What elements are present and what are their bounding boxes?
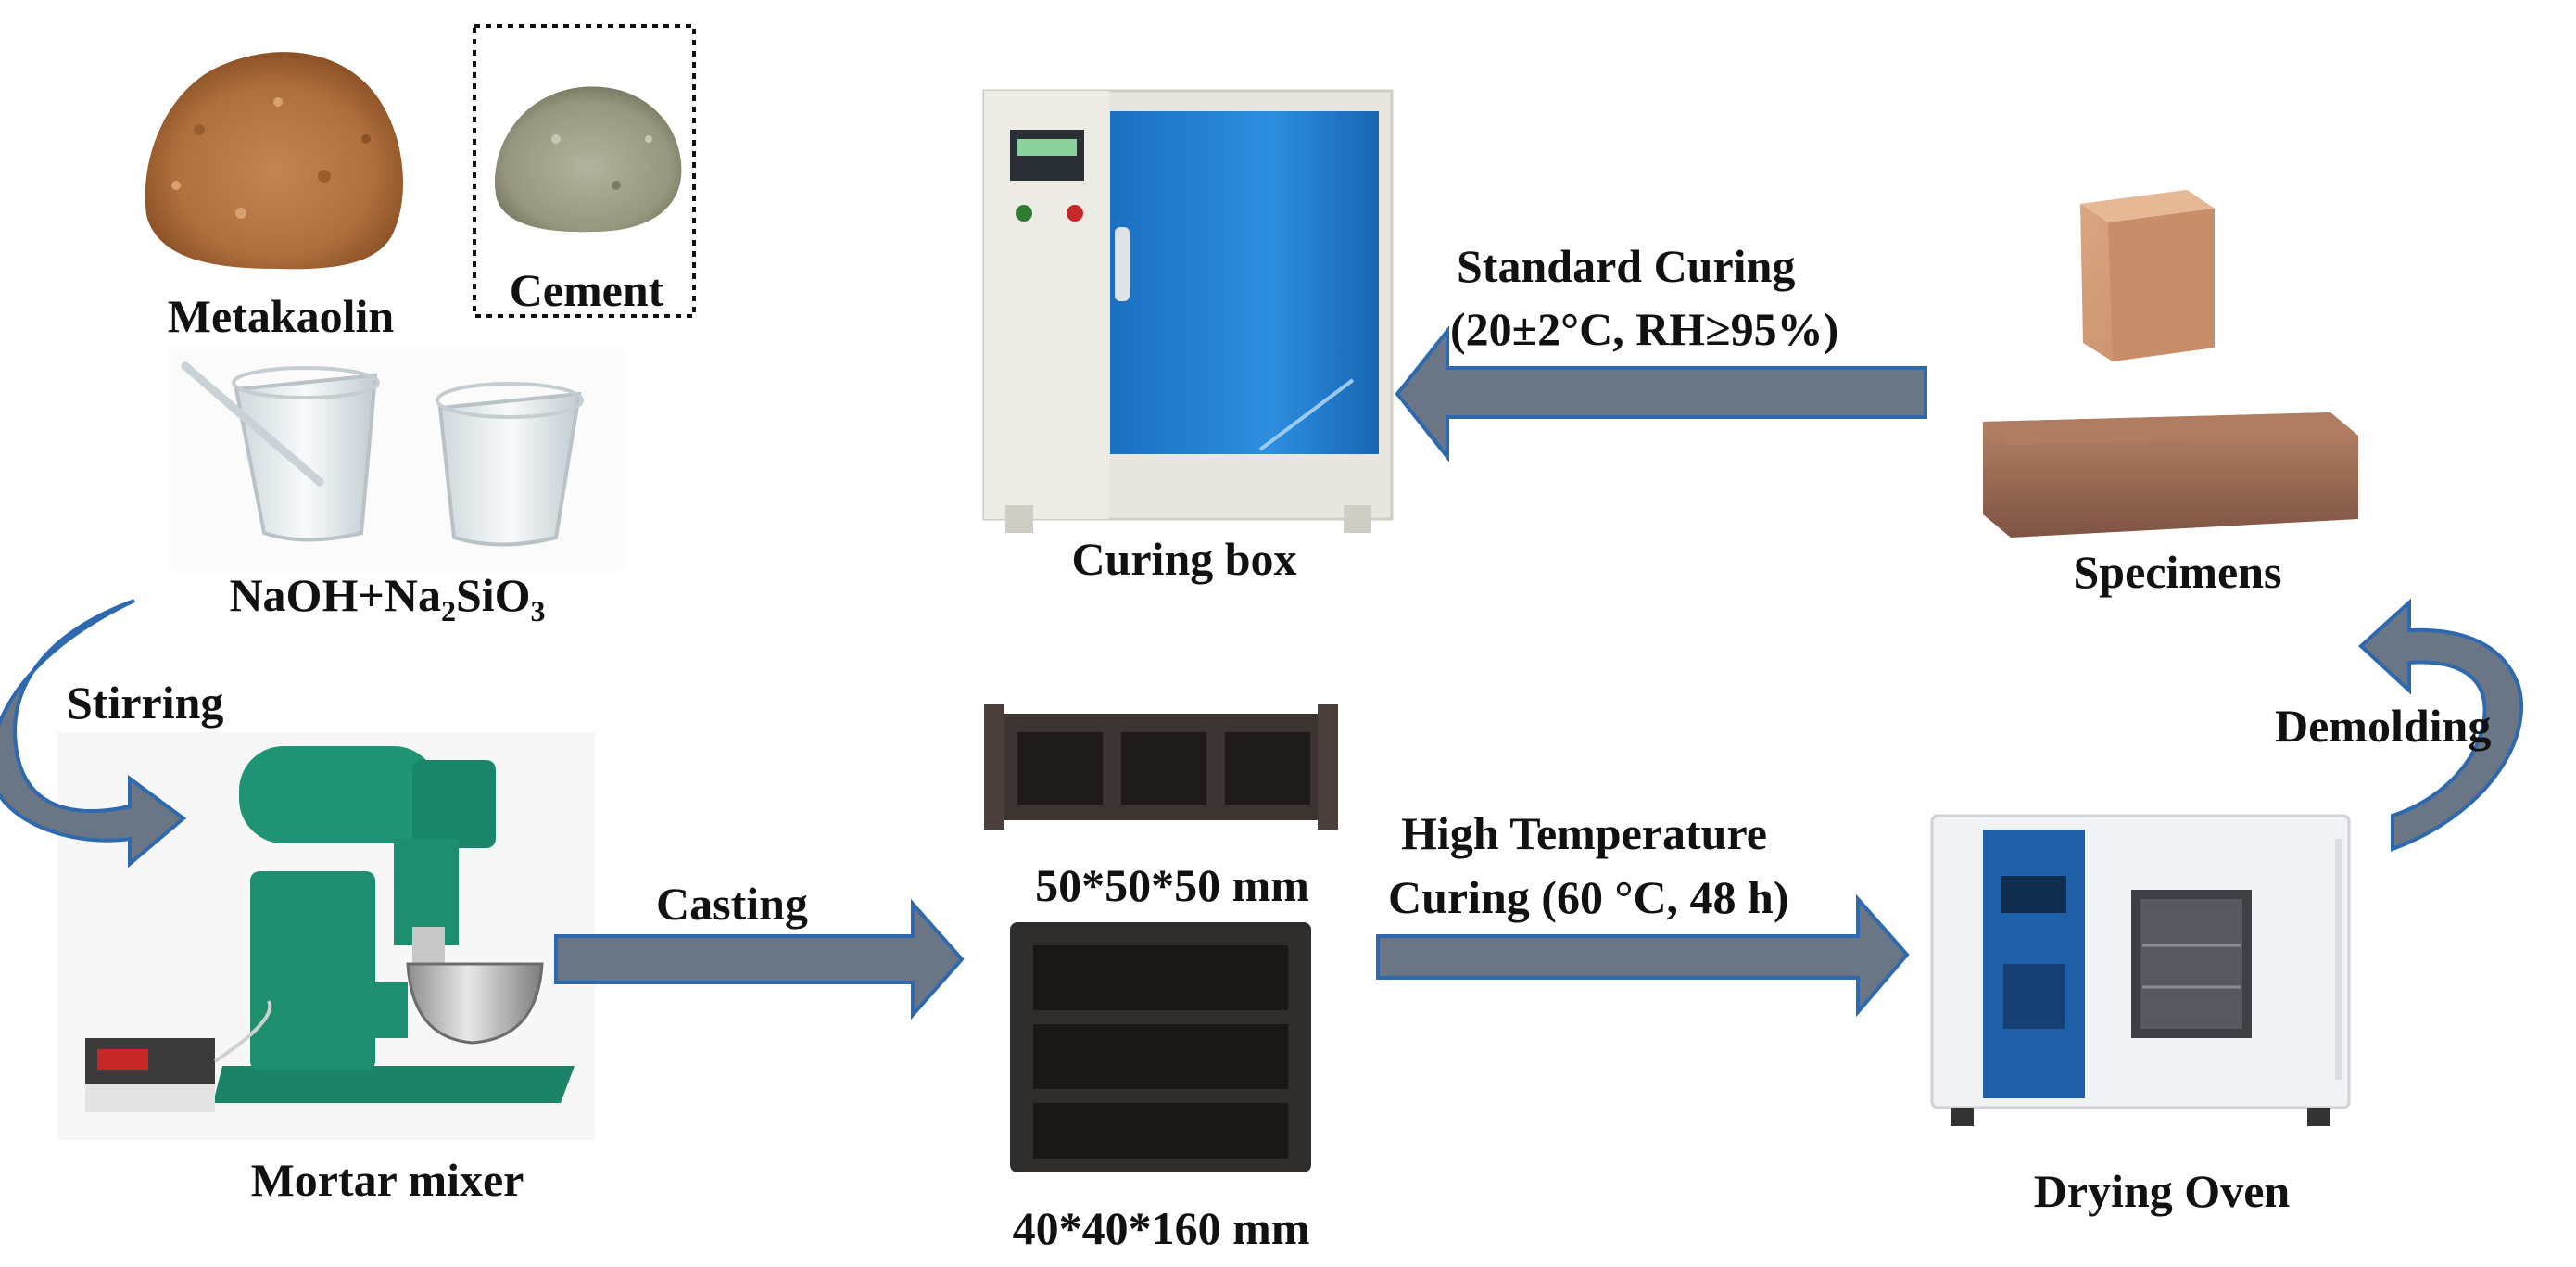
label-stirring: Stirring (67, 677, 224, 729)
mortar-mixer-icon (57, 732, 595, 1140)
label-demolding: Demolding (2275, 700, 2492, 752)
casting-arrow (554, 898, 965, 1020)
specimen-bar-icon (1983, 412, 2358, 538)
alkali-text-2: SiO (455, 569, 531, 621)
label-standard-curing-line1: Standard Curing (1457, 240, 1796, 292)
label-mold-small: 50*50*50 mm (1035, 859, 1309, 911)
label-cement: Cement (509, 264, 664, 316)
standard-curing-arrow (1395, 325, 1927, 462)
drying-oven-icon (1930, 814, 2351, 1126)
mold-large-icon (1010, 922, 1311, 1172)
mold-small-icon (984, 704, 1338, 830)
label-alkali-activator: NaOH+Na2SiO3 (229, 572, 545, 626)
label-curing-box: Curing box (1071, 533, 1297, 585)
demolding-arrow (2358, 598, 2524, 852)
label-standard-curing-line2: (20±2°C, RH≥95%) (1450, 303, 1839, 355)
specimen-block-icon (2080, 190, 2215, 361)
label-drying-oven: Drying Oven (2033, 1165, 2291, 1217)
high-temp-curing-arrow (1376, 893, 1910, 1018)
alkali-sub-1: 2 (440, 594, 456, 627)
alkali-sub-2: 3 (530, 594, 546, 627)
label-high-temp-line1: High Temperature (1401, 807, 1767, 859)
alkali-text-1: NaOH+Na (229, 569, 441, 621)
stirring-arrow (0, 599, 187, 868)
curing-cabinet-icon (982, 89, 1394, 533)
label-casting: Casting (656, 878, 808, 930)
label-mortar-mixer: Mortar mixer (250, 1154, 524, 1206)
cement-powder-icon (495, 86, 682, 233)
beaker-icon (167, 348, 626, 571)
label-specimens: Specimens (2073, 546, 2282, 598)
label-metakaolin: Metakaolin (167, 290, 395, 342)
label-mold-large: 40*40*160 mm (1012, 1202, 1310, 1254)
label-high-temp-line2: Curing (60 °C, 48 h) (1388, 871, 1789, 923)
metakaolin-powder-icon (145, 52, 403, 270)
